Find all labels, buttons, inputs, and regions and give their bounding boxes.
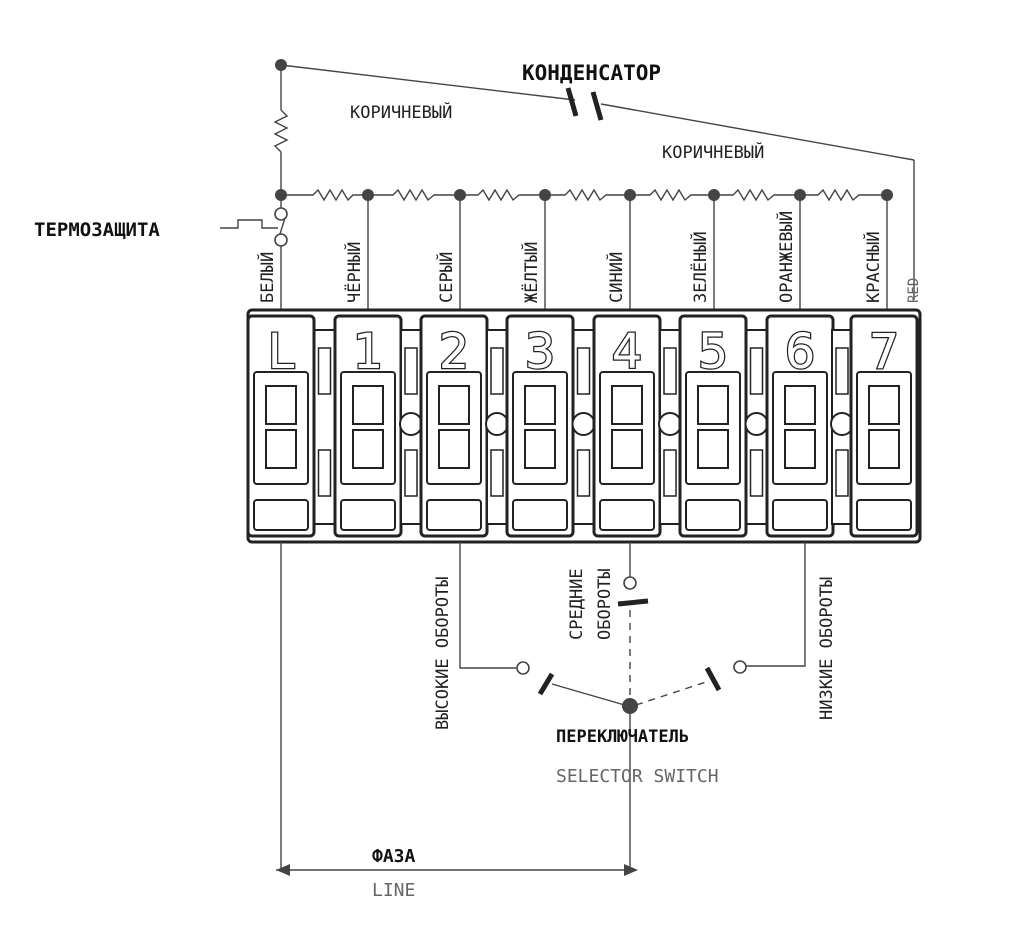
switch-wiring (276, 542, 806, 876)
thermal-protector (220, 195, 288, 310)
capacitor-plate-left (565, 87, 579, 117)
wire-color-label: СЕРЫЙ (435, 252, 457, 303)
switch-contact-medium (617, 598, 649, 607)
terminal-number: 6 (785, 324, 816, 380)
terminal-6: 6 (765, 314, 835, 538)
terminal-jumper (485, 329, 509, 525)
terminal-jumper (571, 329, 596, 525)
terminal-jumper (830, 329, 854, 525)
selector-switch-label-ru: ПЕРЕКЛЮЧАТЕЛЬ (556, 727, 689, 747)
terminal-4: 4 (592, 314, 662, 538)
selector-switch-label-en: SELECTOR SWITCH (556, 766, 719, 787)
terminal-5: 5 (678, 314, 748, 538)
phase-label-ru: ФАЗА (372, 846, 416, 867)
wire-color-label: БЕЛЫЙ (256, 252, 278, 303)
terminal-number: 7 (869, 324, 900, 380)
thermal-protector-label: ТЕРМОЗАЩИТА (34, 219, 160, 241)
wire-color-label: ОРАНЖЕВЫЙ (775, 211, 797, 303)
winding-vertical (273, 65, 289, 195)
brown-wire-label-2: КОРИЧНЕВЫЙ (662, 141, 764, 163)
wire-color-label: ЖЁЛТЫЙ (520, 242, 542, 303)
switch-contact-high (537, 672, 555, 696)
wire-color-label: СИНИЙ (605, 252, 627, 303)
terminal-number: L (268, 324, 295, 380)
terminal-jumper (744, 329, 769, 525)
wire-color-label: КРАСНЫЙ (862, 231, 884, 303)
terminal-3: 3 (505, 314, 575, 538)
phase-label-en: LINE (372, 880, 415, 901)
capacitor-label: КОНДЕНСАТОР (522, 61, 661, 85)
terminal-number: 5 (698, 324, 729, 380)
terminal-2: 2 (419, 314, 489, 538)
terminal-jumper (399, 329, 423, 525)
arrow-left (276, 864, 290, 876)
low-speed-label: НИЗКИЕ ОБОРОТЫ (817, 577, 837, 720)
wire-color-label: ЗЕЛЁНЫЙ (689, 231, 711, 303)
medium-speed-label-2: ОБОРОТЫ (595, 568, 615, 640)
capacitor-plate-right (590, 91, 604, 121)
arrow-right (624, 864, 638, 876)
terminal-jumper (658, 329, 682, 525)
winding-chain (275, 188, 893, 310)
medium-speed-label-1: СРЕДНИЕ (567, 568, 587, 640)
red-wire-label-en: RED (906, 278, 922, 303)
high-speed-label: ВЫСОКИЕ ОБОРОТЫ (433, 576, 453, 730)
terminal-1: 1 (333, 314, 403, 538)
wire-color-labels: БЕЛЫЙ ЧЁРНЫЙ СЕРЫЙ ЖЁЛТЫЙ СИНИЙ ЗЕЛЁНЫЙ ОРАНЖЕ… (256, 211, 884, 303)
terminal-number: 2 (439, 324, 470, 380)
brown-wire-label-1: КОРИЧНЕВЫЙ (350, 101, 452, 123)
terminal-jumper (313, 329, 336, 525)
switch-contact-low (704, 666, 722, 692)
terminal-number: 1 (353, 324, 384, 380)
capacitor-branch (275, 59, 915, 300)
terminal-l: L (246, 314, 316, 538)
terminal-7: 7 (849, 314, 919, 538)
wire-color-label: ЧЁРНЫЙ (343, 242, 365, 303)
terminal-number: 3 (525, 324, 556, 380)
terminal-number: 4 (612, 324, 643, 380)
